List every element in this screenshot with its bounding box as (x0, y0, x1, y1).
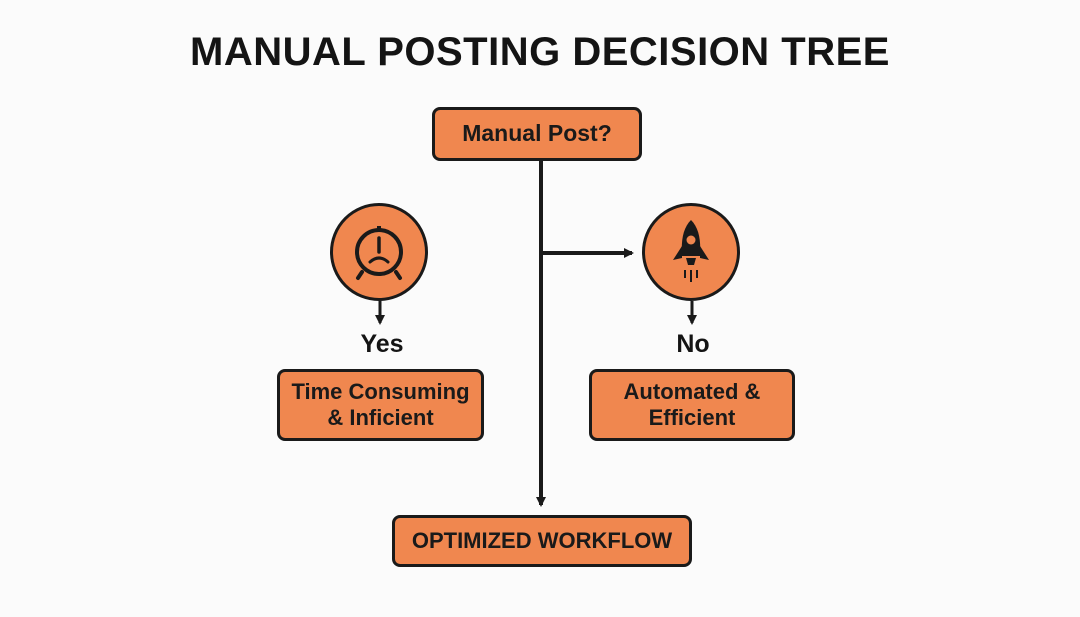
end-node: OPTIMIZED WORKFLOW (392, 515, 692, 567)
no-label: No (676, 330, 710, 358)
rocket-node (642, 203, 740, 301)
diagram-title: MANUAL POSTING DECISION TREE (190, 30, 890, 74)
yes-result-line2: & Inficient (327, 405, 434, 430)
root-decision-node: Manual Post? (432, 107, 642, 161)
yes-label: Yes (360, 330, 404, 358)
rocket-icon (673, 220, 709, 282)
no-result-node: Automated & Efficient (589, 369, 795, 441)
yes-result-line1: Time Consuming (291, 378, 470, 404)
clock-icon (355, 226, 403, 280)
clock-node (330, 203, 428, 301)
no-result-line1: Automated & (623, 378, 761, 404)
no-result-line2: Efficient (648, 405, 736, 430)
yes-result-node: Time Consuming & Inficient (277, 369, 484, 441)
